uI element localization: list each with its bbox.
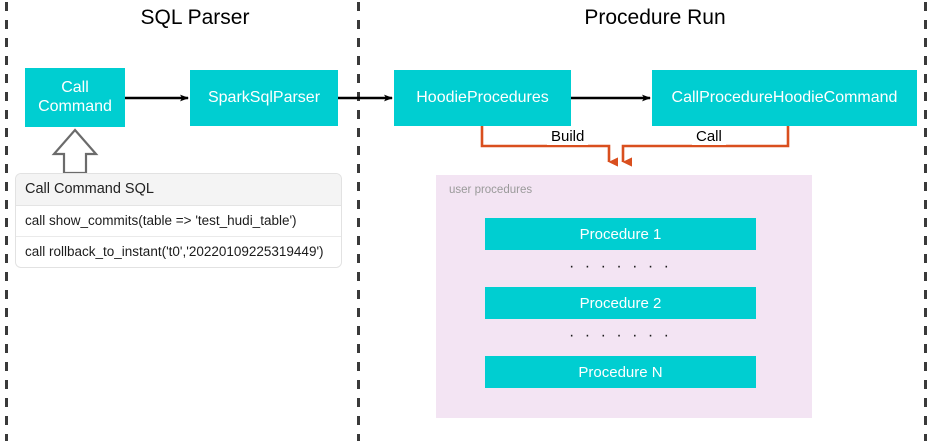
node-call-command-line2: Command: [38, 97, 112, 115]
sql-table-header: Call Command SQL: [16, 174, 341, 206]
call-command-sql-table: Call Command SQL call show_commits(table…: [16, 174, 341, 267]
connector-build: [480, 126, 618, 167]
procedure-ellipsis-separator: · · · · · · ·: [569, 258, 672, 275]
node-call-command-line1: Call: [61, 79, 89, 97]
edge-label-build: Build: [547, 128, 589, 145]
section-title-procedure-run: Procedure Run: [584, 6, 726, 29]
section-title-sql-parser: SQL Parser: [140, 6, 250, 29]
hollow-up-arrow-icon: [51, 128, 99, 175]
procedure-ellipsis-separator: · · · · · · ·: [569, 327, 672, 344]
node-spark-sql-parser[interactable]: SparkSqlParser: [190, 70, 338, 126]
node-call-command[interactable]: Call Command: [25, 68, 125, 127]
node-procedure-n[interactable]: Procedure N: [485, 356, 756, 388]
node-call-command-label: Call Command: [38, 79, 112, 116]
node-hoodie-procedures[interactable]: HoodieProcedures: [394, 70, 571, 126]
sql-table-row: call show_commits(table => 'test_hudi_ta…: [16, 206, 341, 237]
node-call-procedure-hoodie-command[interactable]: CallProcedureHoodieCommand: [652, 70, 917, 126]
sql-table-row: call rollback_to_instant('t0','202201092…: [16, 237, 341, 267]
node-procedure-2[interactable]: Procedure 2: [485, 287, 756, 319]
edge-label-call: Call: [692, 128, 726, 145]
user-procedures-label: user procedures: [449, 184, 533, 196]
node-procedure-1[interactable]: Procedure 1: [485, 218, 756, 250]
